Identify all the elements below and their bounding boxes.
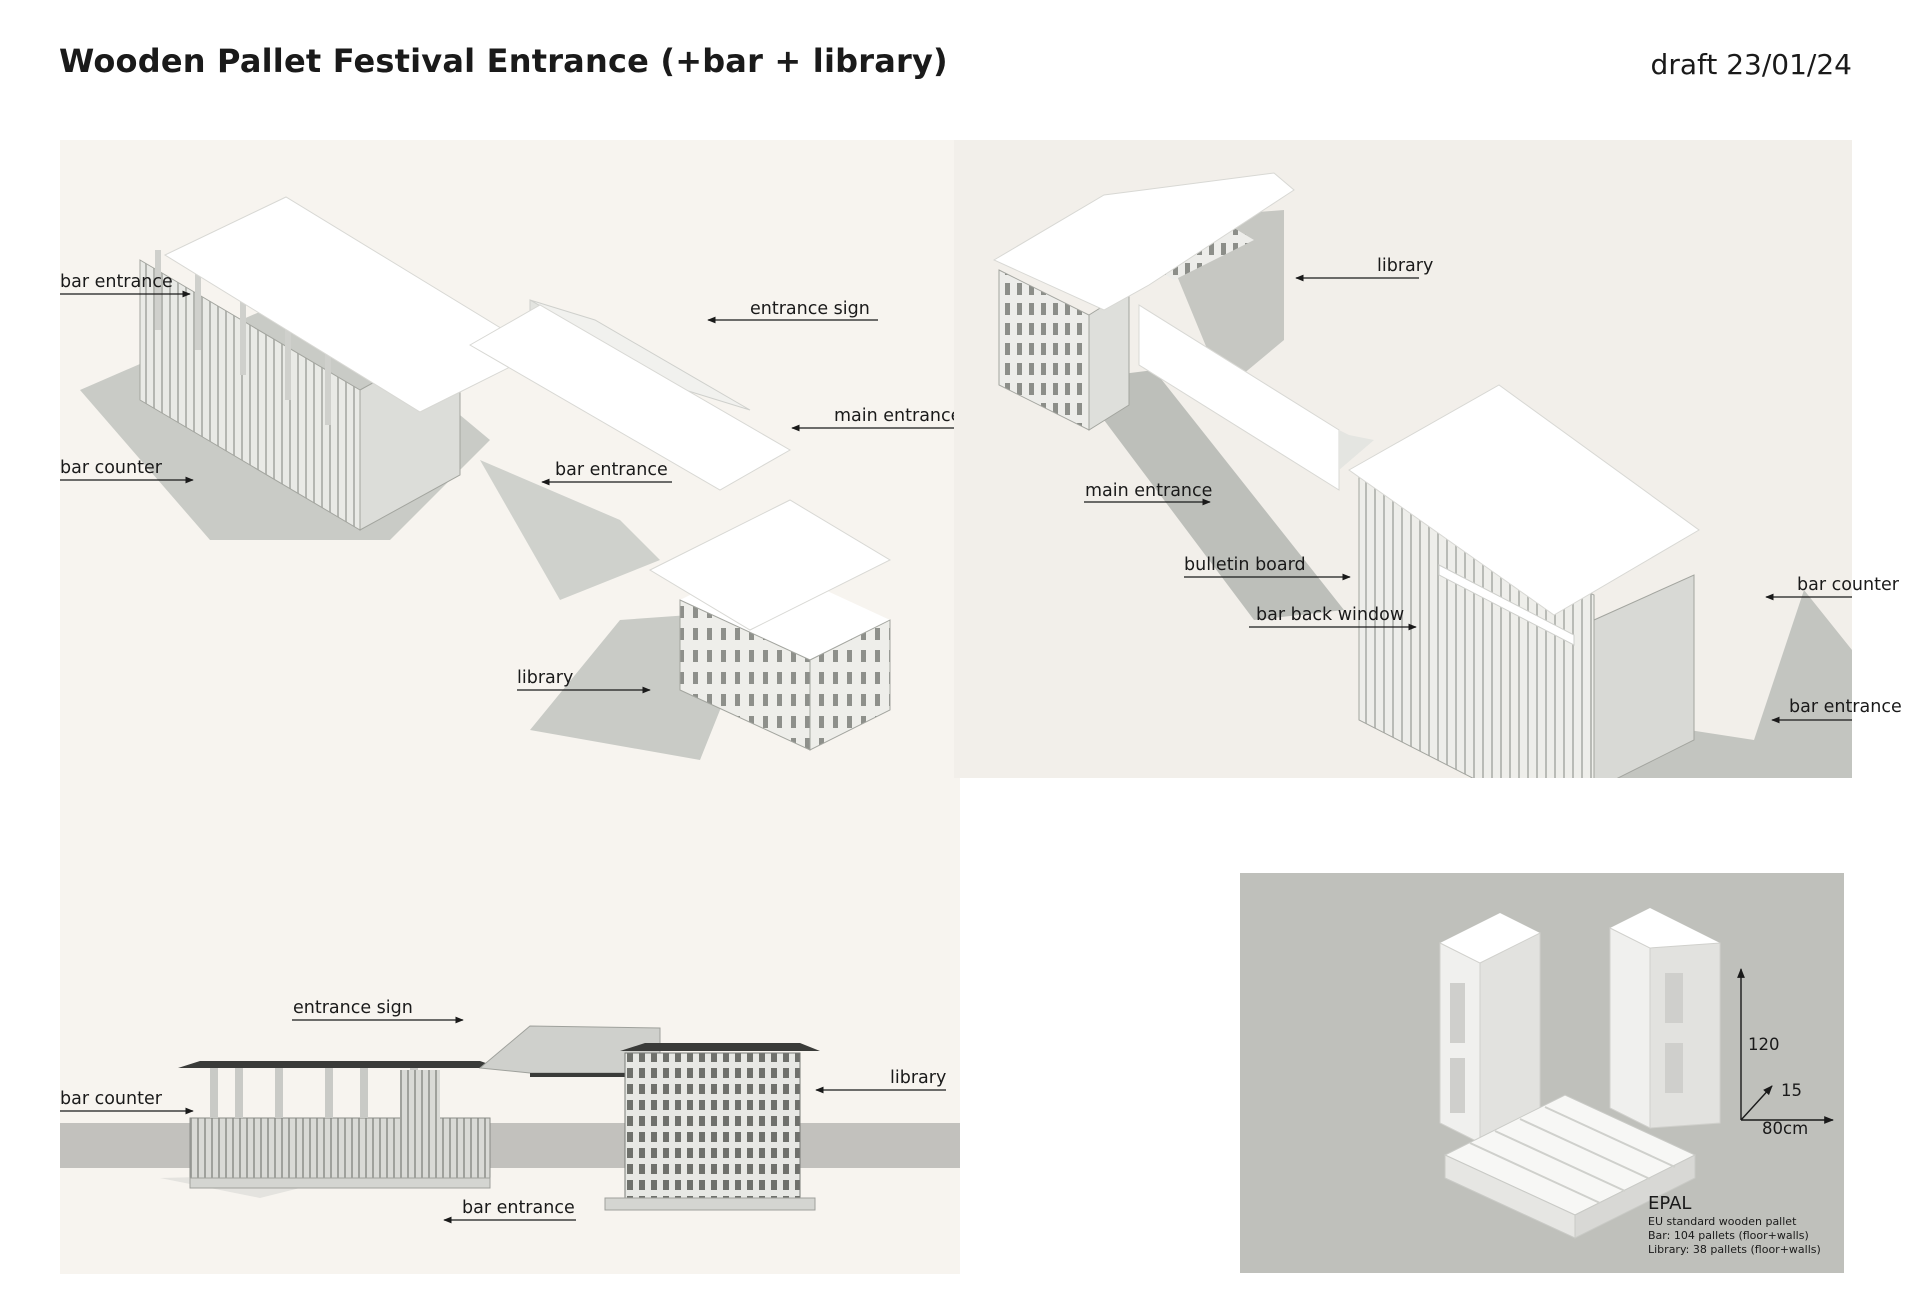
label-entrance-sign: entrance sign (750, 299, 870, 319)
draft-date: draft 23/01/24 (1650, 48, 1852, 81)
label-library: library (517, 668, 574, 688)
epal-title: EPAL (1648, 1193, 1692, 1214)
dim-width: 80cm (1762, 1119, 1809, 1138)
label-bulletin-board: bulletin board (1184, 555, 1306, 575)
label-library: library (1377, 256, 1434, 276)
panel-top-left-isometric: bar entrance entrance sign main entrance… (60, 140, 954, 778)
panel-epal-pallet: 120 15 80cm EPAL EU standard wooden pall… (1240, 873, 1844, 1273)
label-main-entrance: main entrance (1085, 481, 1213, 501)
label-bar-entrance-mid: bar entrance (555, 460, 668, 480)
label-bar-counter: bar counter (60, 1089, 162, 1109)
isometric-drawing-2 (992, 172, 1852, 778)
epal-note-3: Library: 38 pallets (floor+walls) (1648, 1243, 1821, 1256)
page-title: Wooden Pallet Festival Entrance (+bar + … (59, 42, 948, 80)
label-main-entrance: main entrance (834, 406, 954, 426)
elevation-drawing (60, 1016, 960, 1224)
isometric-drawing-1 (60, 196, 954, 760)
label-library: library (890, 1068, 947, 1088)
label-bar-entrance-top: bar entrance (60, 272, 173, 292)
epal-note-1: EU standard wooden pallet (1648, 1215, 1797, 1228)
label-bar-counter-right: bar counter (1797, 575, 1899, 595)
pallet-drawing (1439, 908, 1834, 1239)
label-bar-entrance: bar entrance (462, 1198, 575, 1218)
dim-depth: 15 (1781, 1081, 1802, 1100)
label-bar-counter: bar counter (60, 458, 162, 478)
epal-note-2: Bar: 104 pallets (floor+walls) (1648, 1229, 1809, 1242)
label-bar-entrance-right: bar entrance (1789, 697, 1902, 717)
panel-bottom-elevation: entrance sign bar counter library bar en… (60, 778, 960, 1274)
label-bar-back-window: bar back window (1256, 605, 1405, 625)
panel-top-right-isometric: library main entrance bulletin board bar… (954, 140, 1852, 778)
dim-height: 120 (1748, 1035, 1780, 1054)
label-entrance-sign: entrance sign (293, 998, 413, 1018)
